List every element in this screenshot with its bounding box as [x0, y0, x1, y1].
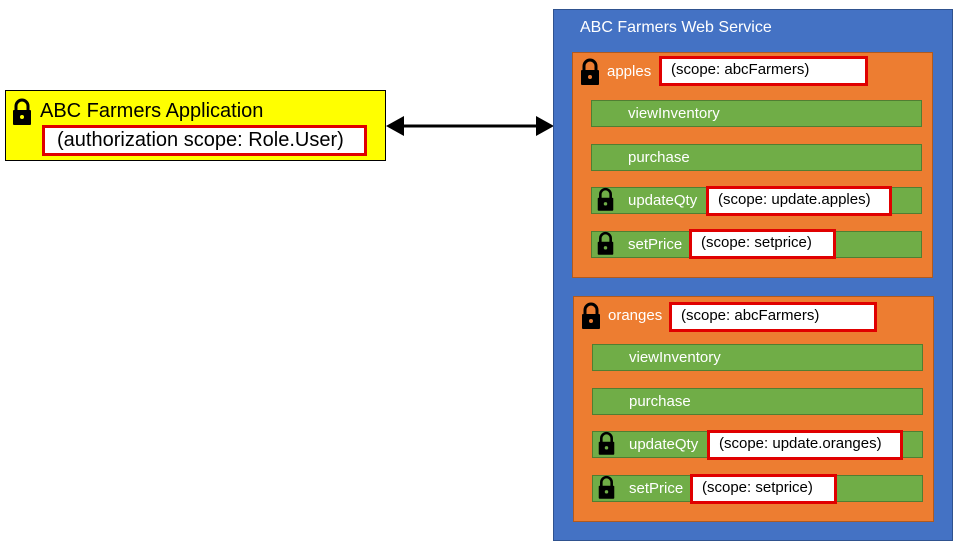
resource-scope-box-apples: (scope: abcFarmers): [659, 56, 868, 86]
operation-label: setPrice: [629, 480, 684, 497]
application-scope-box: (authorization scope: Role.User): [42, 125, 367, 156]
resource-name-oranges: oranges: [608, 307, 663, 324]
operation-label: updateQty: [629, 436, 699, 453]
resource-scope-box-oranges: (scope: abcFarmers): [669, 302, 877, 332]
operation-label: setPrice: [628, 236, 683, 253]
lock-icon: [598, 431, 615, 455]
lock-icon: [582, 302, 600, 329]
double-arrow-connector: [386, 116, 554, 136]
operation-label: viewInventory: [629, 349, 721, 366]
operation-scope-box: (scope: update.oranges): [707, 430, 903, 460]
lock-icon: [597, 187, 614, 211]
operation-bar-oranges-viewinventory: [592, 344, 923, 371]
resource-name-apples: apples: [607, 63, 652, 80]
lock-icon: [598, 475, 615, 499]
operation-label: updateQty: [628, 192, 698, 209]
web-service-title: ABC Farmers Web Service: [580, 19, 772, 36]
operation-bar-apples-viewinventory: [591, 100, 922, 127]
lock-icon: [13, 98, 31, 125]
operation-scope-box: (scope: setprice): [689, 229, 836, 259]
operation-label: purchase: [628, 149, 690, 166]
operation-label: purchase: [629, 393, 691, 410]
operation-bar-oranges-purchase: [592, 388, 923, 415]
operation-bar-apples-purchase: [591, 144, 922, 171]
operation-scope-box: (scope: setprice): [690, 474, 837, 504]
lock-icon: [581, 58, 599, 85]
operation-label: viewInventory: [628, 105, 720, 122]
lock-icon: [597, 231, 614, 255]
operation-scope-box: (scope: update.apples): [706, 186, 892, 216]
application-title: ABC Farmers Application: [40, 100, 264, 122]
